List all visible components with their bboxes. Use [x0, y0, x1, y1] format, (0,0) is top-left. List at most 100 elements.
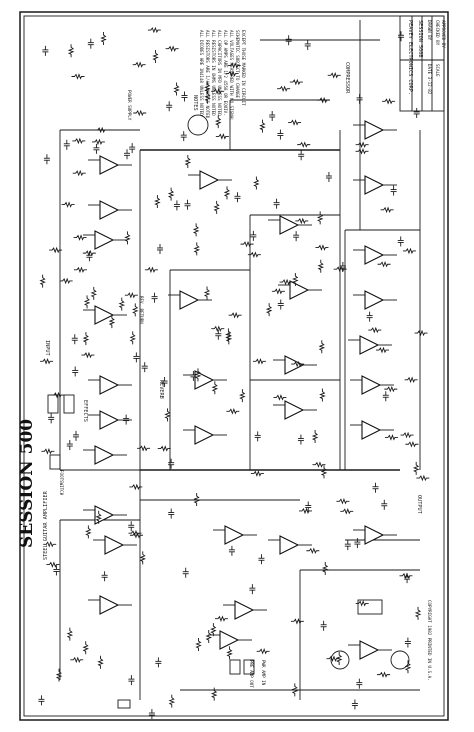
- resistor-symbol: [311, 430, 319, 444]
- capacitor-symbol: [293, 231, 300, 242]
- capacitor-symbol: [173, 200, 180, 211]
- resistor-symbol: [355, 141, 369, 148]
- op-amp-symbol: [364, 175, 385, 195]
- resistor-symbol: [132, 61, 146, 68]
- capacitor-symbol: [397, 31, 404, 42]
- resistor-symbol: [210, 623, 217, 637]
- label-effects: EFFECTS: [82, 400, 88, 422]
- notes-header: NOTES: [192, 95, 198, 111]
- capacitor-symbol: [53, 565, 60, 576]
- capacitor-symbol: [38, 695, 45, 706]
- resistor-symbol: [316, 96, 330, 104]
- resistor-symbol: [91, 138, 105, 146]
- resistor-symbol: [205, 630, 213, 644]
- op-amp-symbol: [359, 335, 380, 355]
- resistor-symbol: [164, 408, 171, 422]
- resistor-symbol: [73, 234, 87, 241]
- op-amp-symbol: [99, 595, 120, 615]
- capacitor-symbol: [180, 131, 187, 142]
- resistor-symbol: [279, 278, 293, 286]
- resistor-symbol: [414, 606, 422, 620]
- resistor-symbol: [384, 385, 398, 393]
- resistor-symbol: [225, 331, 233, 345]
- resistor-symbol: [265, 303, 273, 317]
- resistor-symbol: [67, 44, 75, 58]
- label-pwr-amp-in: PWR AMP IN: [261, 660, 266, 686]
- resistor-symbol: [377, 260, 391, 268]
- op-amp-symbol: [94, 505, 115, 525]
- note-line: ALL RESISTORS ARE 1/4W UNLESS NOTED: [205, 30, 210, 119]
- capacitor-symbol: [254, 431, 261, 442]
- label-copyright: COPYRIGHT 1982 PRINTED IN U.S.A.: [427, 600, 432, 681]
- product-name: SESSION 500: [17, 419, 37, 548]
- capacitor-symbol: [166, 101, 173, 112]
- title-checked-by: CHECKED BY: [435, 20, 440, 46]
- capacitor-symbol: [215, 329, 222, 340]
- resistor-symbol: [97, 655, 104, 669]
- capacitor-symbol: [351, 699, 358, 710]
- resistor-symbol: [340, 508, 354, 515]
- capacitor-symbol: [123, 414, 130, 425]
- resistor-symbol: [157, 445, 171, 452]
- resistor-symbol: [133, 109, 147, 117]
- resistor-symbol: [213, 200, 220, 214]
- capacitor-symbol: [354, 538, 361, 549]
- resistor-symbol: [333, 265, 347, 273]
- resistor-symbol: [72, 137, 86, 145]
- capacitor-symbol: [43, 154, 50, 165]
- resistor-symbol: [40, 357, 54, 365]
- capacitor-symbol: [168, 508, 175, 519]
- resistor-symbol: [214, 115, 222, 129]
- reverb-send-jack: [117, 699, 131, 709]
- op-amp-symbol: [179, 290, 200, 310]
- capacitor-symbol: [101, 571, 108, 582]
- capacitor-symbol: [182, 567, 189, 578]
- resistor-symbol: [214, 615, 228, 622]
- resistor-symbol: [100, 32, 107, 46]
- resistor-symbol: [108, 315, 116, 329]
- resistor-symbol: [316, 211, 324, 225]
- capacitor-symbol: [190, 370, 197, 381]
- op-amp-symbol: [359, 640, 380, 660]
- resistor-symbol: [71, 73, 85, 80]
- footswitch-jack: [49, 454, 61, 470]
- resistor-symbol: [295, 217, 309, 225]
- resistor-symbol: [204, 90, 211, 104]
- label-power-supply: POWER SUPPLY: [127, 90, 132, 121]
- capacitor-symbol: [344, 540, 351, 551]
- output-transistors: [187, 114, 410, 670]
- capacitor-symbol: [151, 292, 158, 303]
- resistor-symbol: [152, 50, 159, 64]
- output-transformer: [357, 599, 383, 615]
- resistor-symbol: [43, 540, 57, 548]
- resistor-symbol: [72, 169, 86, 177]
- capacitor-symbol: [249, 584, 256, 595]
- note-line: ALL OP AMPS ARE 1/2 4558 OR EQUIV.: [223, 30, 228, 116]
- capacitor-symbol: [269, 111, 276, 122]
- resistor-symbol: [380, 206, 394, 214]
- resistor-symbol: [167, 187, 175, 201]
- resistor-symbol: [137, 445, 151, 452]
- resistor-symbol: [184, 155, 192, 169]
- op-amp-symbol: [94, 445, 115, 465]
- resistor-symbol: [226, 408, 240, 415]
- label-output: OUTPUT: [416, 495, 422, 514]
- resistor-symbol: [289, 78, 303, 86]
- capacitor-symbol: [297, 434, 304, 445]
- resistor-symbol: [292, 272, 299, 286]
- op-amp-symbol: [99, 200, 120, 220]
- resistor-symbol: [83, 295, 91, 309]
- resistor-symbol: [94, 126, 108, 134]
- bus-wires: [59, 20, 421, 700]
- resistor-symbol: [384, 434, 398, 441]
- capacitor-symbol: [234, 192, 241, 203]
- resistor-symbol: [377, 671, 391, 678]
- op-amp-symbol: [364, 120, 385, 140]
- resistor-symbol: [49, 246, 63, 254]
- resistor-symbol: [55, 668, 63, 682]
- note-line: SCHEMATIC SUBJECT TO CHANGE: [235, 30, 240, 99]
- capacitor-symbol: [133, 352, 140, 363]
- resistor-symbol: [297, 141, 311, 148]
- op-amp-symbol: [99, 155, 120, 175]
- capacitor-symbol: [390, 185, 397, 196]
